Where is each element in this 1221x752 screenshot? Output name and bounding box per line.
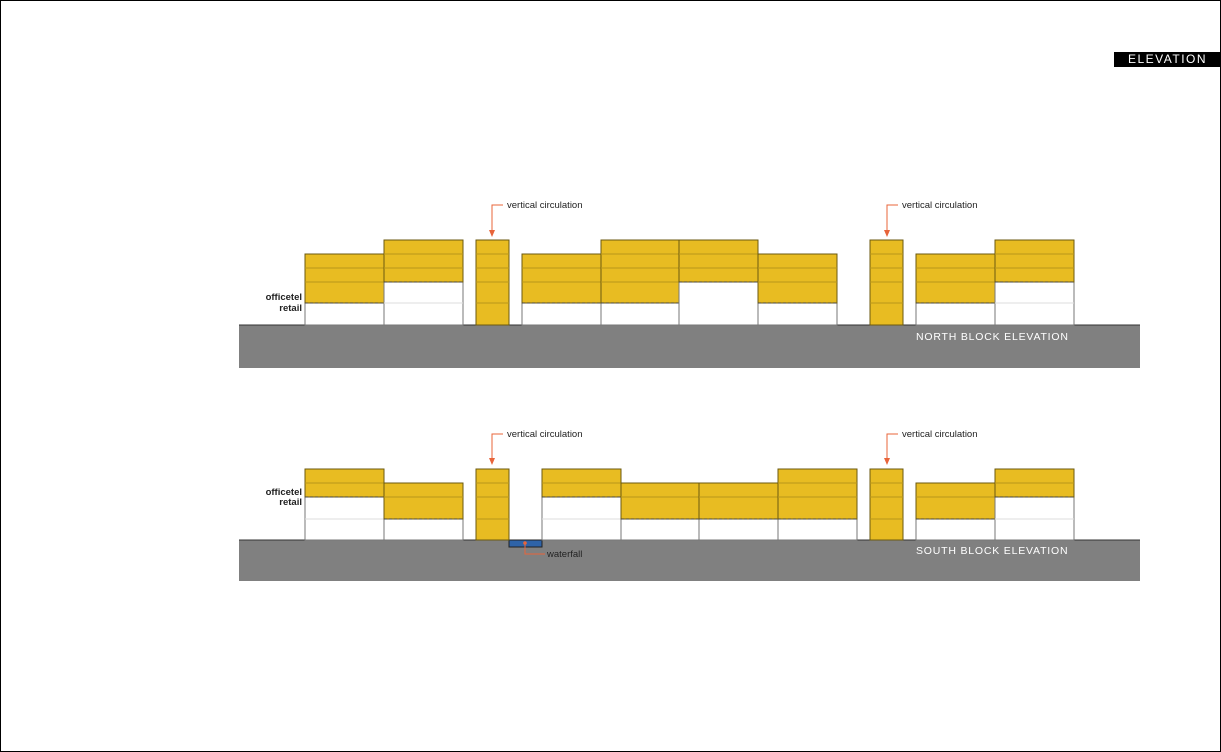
north-building-6 (757, 253, 838, 326)
south-callout-1: vertical circulation (489, 429, 583, 465)
north-building-3 (521, 253, 602, 326)
callout-label: vertical circulation (507, 200, 583, 211)
south-building-3 (541, 468, 622, 541)
north-building-8 (994, 239, 1075, 326)
north-building-1 (304, 253, 385, 326)
north-building-5 (678, 239, 759, 326)
north-title: NORTH BLOCK ELEVATION (916, 331, 1069, 343)
south-building-7 (915, 482, 996, 541)
waterfall-callout: waterfall (523, 541, 582, 560)
section-tag: ELEVATION (1114, 52, 1221, 67)
south-circulation-core-2 (869, 468, 904, 541)
callout-label: waterfall (546, 549, 582, 560)
north-callout-1: vertical circulation (489, 200, 583, 237)
callout-label: vertical circulation (902, 200, 978, 211)
south-building-8 (994, 468, 1075, 541)
north-building-2 (383, 239, 464, 326)
callout-label: vertical circulation (507, 429, 583, 440)
south-building-1 (304, 468, 385, 541)
north-callout-2: vertical circulation (884, 200, 978, 237)
south-title: SOUTH BLOCK ELEVATION (916, 545, 1068, 557)
south-label-retail: retail (279, 497, 302, 508)
north-ground (239, 325, 1140, 368)
north-building-4 (600, 239, 680, 326)
north-label-retail: retail (279, 303, 302, 314)
south-building-2 (383, 482, 464, 541)
south-label-officetel: officetel (266, 487, 302, 498)
north-building-7 (915, 253, 996, 326)
south-callout-2: vertical circulation (884, 429, 978, 465)
south-ground (239, 540, 1140, 581)
north-block-elevation: officetel retail vertical circulation ve… (239, 200, 1140, 368)
north-circulation-core-1 (475, 239, 510, 326)
north-circulation-core-2 (869, 239, 904, 326)
south-building-4 (620, 482, 700, 541)
south-circulation-core-1 (475, 468, 510, 541)
callout-label: vertical circulation (902, 429, 978, 440)
south-block-elevation: officetel retail vertical circulation ve… (239, 429, 1140, 581)
south-building-6 (777, 468, 858, 541)
south-building-5 (698, 482, 779, 541)
north-label-officetel: officetel (266, 292, 302, 303)
